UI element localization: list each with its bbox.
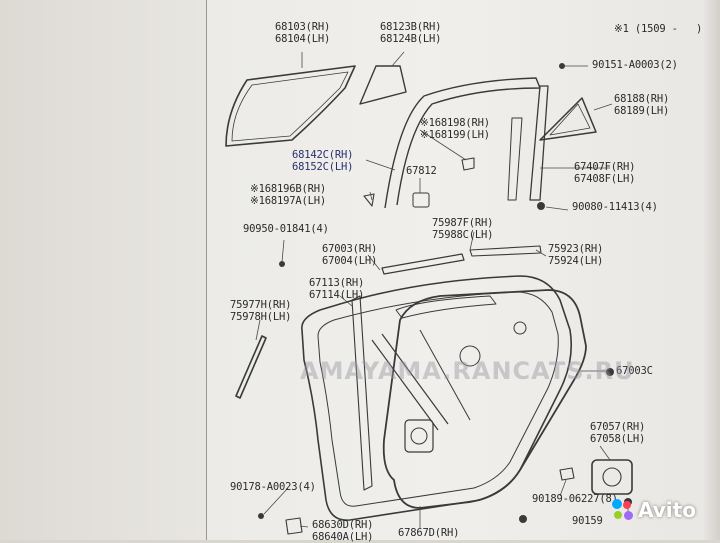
site-watermark: AMAYAMA.RANCATS.RU [300, 357, 635, 385]
avito-brand-mark: Avito [612, 498, 696, 522]
part-number-lh: 67114(LH) [309, 290, 364, 302]
part-label-75923[interactable]: 75923(RH) 75924(LH) [548, 244, 603, 267]
part-label-68142C[interactable]: 68142C(RH) 68152C(LH) [292, 150, 353, 173]
part-number-lh: 67058(LH) [590, 434, 645, 446]
avito-logo-icon [612, 499, 634, 521]
part-label-67003[interactable]: 67003(RH) 67004(LH) [322, 244, 377, 267]
part-label-90178[interactable]: 90178-A0023(4) [230, 482, 316, 494]
lock-body [592, 460, 632, 494]
part-number-rh: 68630D(RH) [312, 520, 373, 532]
part-number: 67812 [406, 166, 437, 178]
header-ref-tail: ) [696, 24, 702, 36]
part-label-168196B[interactable]: ※168196B(RH) ※168197A(LH) [250, 184, 326, 207]
vent-glass-shape [360, 66, 406, 104]
part-number-lh: 75988C(LH) [432, 230, 493, 242]
part-number: 90178-A0023(4) [230, 482, 316, 494]
division-bar [530, 86, 548, 200]
part-label-90080[interactable]: 90080-11413(4) [572, 202, 658, 214]
part-number: 90950-01841(4) [243, 224, 329, 236]
part-number-rh: 75923(RH) [548, 244, 603, 256]
avito-brand-text: Avito [638, 498, 696, 522]
part-number: 90080-11413(4) [572, 202, 658, 214]
part-number-rh: 68123B(RH) [380, 22, 441, 34]
part-number-lh: 68104(LH) [275, 34, 330, 46]
door-panel-outline [302, 276, 571, 520]
part-label-75987F[interactable]: 75987F(RH) 75988C(LH) [432, 218, 493, 241]
part-label-68103[interactable]: 68103(RH) 68104(LH) [275, 22, 330, 45]
part-number-lh: 67004(LH) [322, 256, 377, 268]
part-number-lh: 67408F(LH) [574, 174, 635, 186]
part-number-rh: 67867D(RH) [398, 528, 459, 540]
part-number-rh: 68103(RH) [275, 22, 330, 34]
part-number-rh: 67057(RH) [590, 422, 645, 434]
part-number-rh: 75977H(RH) [230, 300, 291, 312]
part-number-rh: ※168196B(RH) [250, 184, 326, 196]
corner-glass-shape [540, 98, 596, 140]
part-number: 90151-A0003(2) [592, 60, 678, 72]
part-label-68188[interactable]: 68188(RH) 68189(LH) [614, 94, 669, 117]
part-label-67812[interactable]: 67812 [406, 166, 437, 178]
part-label-67407F[interactable]: 67407F(RH) 67408F(LH) [574, 162, 635, 185]
part-label-67113[interactable]: 67113(RH) 67114(LH) [309, 278, 364, 301]
header-ref-code: ※1 (1509 - [614, 24, 678, 36]
part-number-lh: 68152C(LH) [292, 162, 353, 174]
part-label-168198[interactable]: ※168198(RH) ※168199(LH) [420, 118, 490, 141]
part-number-lh: ※168199(LH) [420, 130, 490, 142]
part-label-67057[interactable]: 67057(RH) 67058(LH) [590, 422, 645, 445]
part-number-rh: 67003(RH) [322, 244, 377, 256]
part-number-rh: 67113(RH) [309, 278, 364, 290]
part-label-90950[interactable]: 90950-01841(4) [243, 224, 329, 236]
part-number-rh: 67407F(RH) [574, 162, 635, 174]
part-label-68123B[interactable]: 68123B(RH) 68124B(LH) [380, 22, 441, 45]
part-number: 90189-06227(8) [532, 494, 618, 506]
part-number-lh: 68640A(LH) [312, 532, 373, 543]
part-label-67867D[interactable]: 67867D(RH) [398, 528, 459, 540]
part-label-90189[interactable]: 90189-06227(8) [532, 494, 618, 506]
ref-tail-text: ) [696, 24, 702, 36]
part-number-rh: 68142C(RH) [292, 150, 353, 162]
part-number-lh: 68124B(LH) [380, 34, 441, 46]
part-label-90151[interactable]: 90151-A0003(2) [592, 60, 678, 72]
part-number-lh: ※168197A(LH) [250, 196, 326, 208]
part-number-lh: 68189(LH) [614, 106, 669, 118]
door-glass-shape [226, 66, 355, 146]
part-number-lh: 75978H(LH) [230, 312, 291, 324]
part-label-90159[interactable]: 90159 [572, 516, 603, 528]
part-label-75977H[interactable]: 75977H(RH) 75978H(LH) [230, 300, 291, 323]
part-number-rh: ※168198(RH) [420, 118, 490, 130]
ref-code-text: ※1 (1509 - [614, 24, 678, 36]
part-number-rh: 75987F(RH) [432, 218, 493, 230]
part-number-lh: 75924(LH) [548, 256, 603, 268]
part-number: 90159 [572, 516, 603, 528]
part-number-rh: 68188(RH) [614, 94, 669, 106]
